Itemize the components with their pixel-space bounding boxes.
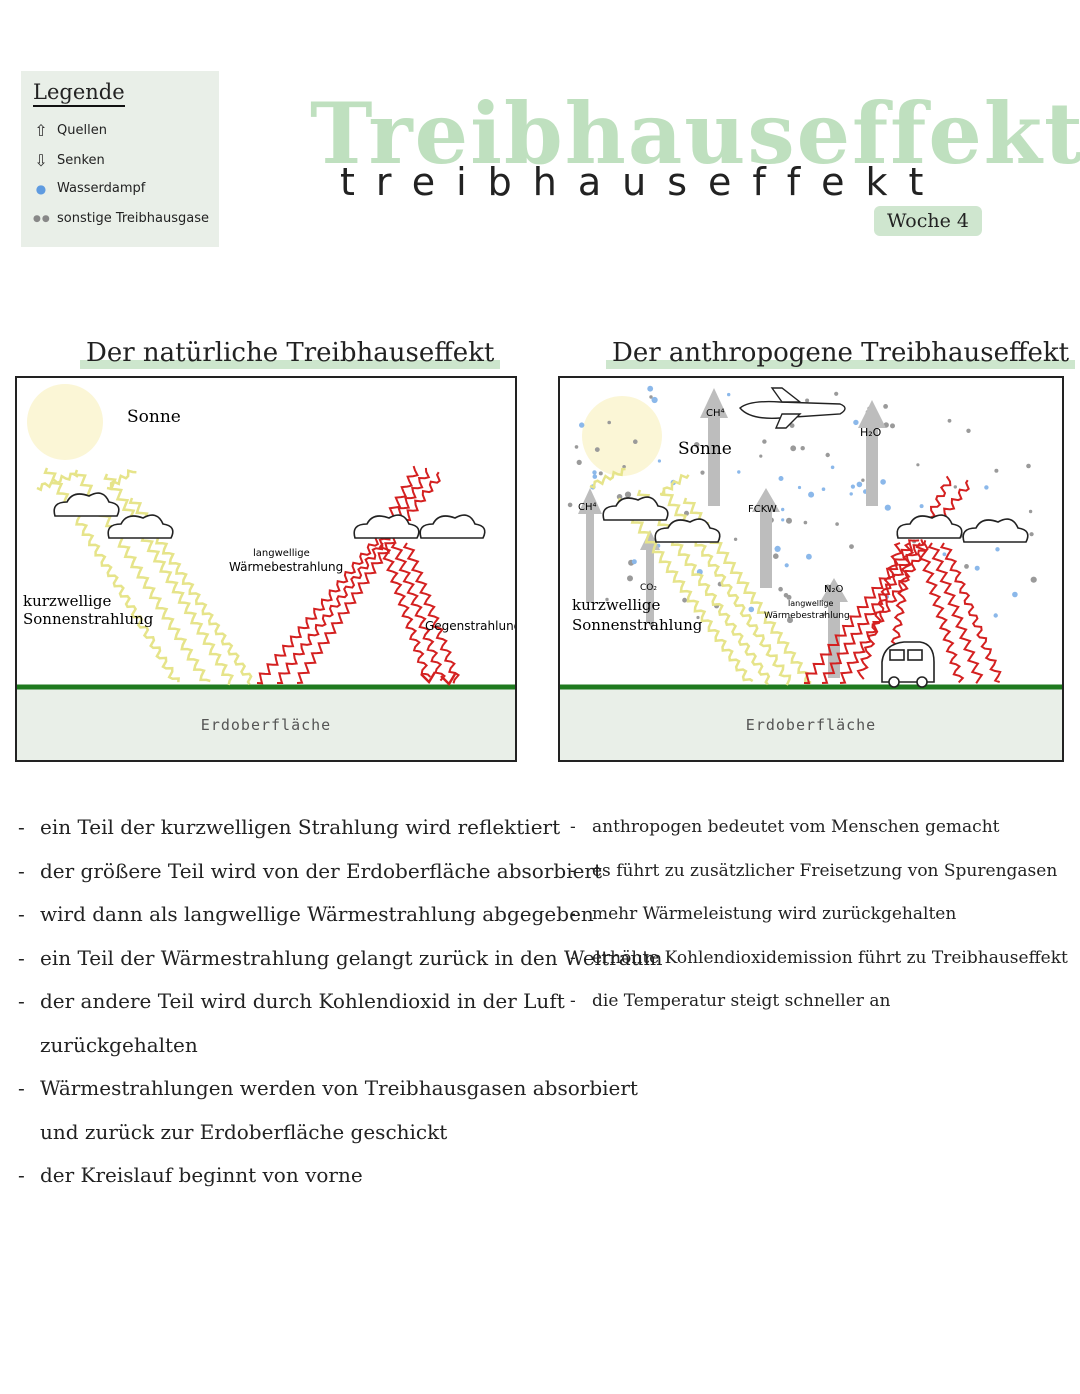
note-text: ein Teil der kurzwelligen Strahlung wird… <box>40 815 561 839</box>
note-item: -der größere Teil wird von der Erdoberfl… <box>18 850 663 894</box>
note-dash: - <box>18 902 25 926</box>
cloud-icon <box>53 492 486 539</box>
longwave-rays-icon <box>256 465 461 687</box>
cloud-icon <box>602 496 1029 543</box>
ground-label: Erdoberfläche <box>746 716 876 734</box>
gas-label-co2: CO₂ <box>640 583 657 593</box>
ground-label: Erdoberfläche <box>201 716 331 734</box>
sun-icon <box>582 396 662 476</box>
car-icon <box>881 641 935 688</box>
longwave-label-2: Wärmebestrahlung <box>764 611 850 621</box>
shortwave-label-2: Sonnenstrahlung <box>23 610 154 628</box>
anthro-section-title: Der anthropogene Treibhauseffekt <box>606 335 1076 371</box>
down-arrow-icon: ⇩ <box>34 151 48 170</box>
note-text: und zurück zur Erdoberfläche geschickt <box>40 1119 448 1144</box>
note-text: Wärmestrahlungen werden von Treibhausgas… <box>40 1076 638 1100</box>
gas-label-fckw: FCKW <box>748 504 777 515</box>
note-dash: - <box>18 858 25 883</box>
legend-label: sonstige Treibhausgase <box>57 211 209 226</box>
legend-item-sources: ⇧ Quellen <box>33 121 107 140</box>
page-title-large: Treibhauseffekt <box>310 84 1080 183</box>
shortwave-rays-icon <box>589 467 812 686</box>
longwave-label-2: Wärmebestrahlung <box>229 560 343 574</box>
note-dash: - <box>18 945 25 970</box>
longwave-label-1: langwellige <box>253 548 310 559</box>
shortwave-label-1: kurzwellige <box>23 592 112 610</box>
gas-label-n2o: N₂O <box>824 584 843 595</box>
natural-title-text: Der natürliche Treibhauseffekt <box>86 338 495 368</box>
legend-title: Legende <box>33 79 125 107</box>
legend-item-other-gases: ●● sonstige Treibhausgase <box>33 211 209 226</box>
note-item: -der andere Teil wird durch Kohlendioxid… <box>18 980 663 1024</box>
note-item: -erhöhte Kohlendioxidemission führt zu T… <box>570 937 1068 981</box>
note-dash: - <box>18 815 25 839</box>
note-dash: - <box>570 860 576 881</box>
note-item: zurückgehalten <box>18 1024 663 1068</box>
note-item: -ein Teil der kurzwelligen Strahlung wir… <box>18 806 663 850</box>
anthro-diagram: Sonne CH⁴ CH⁴ FCKW H₂O CO₂ N₂O kurzwelli… <box>558 376 1064 762</box>
note-item: und zurück zur Erdoberfläche geschickt <box>18 1111 663 1155</box>
note-text: der Kreislauf beginnt von vorne <box>40 1163 363 1187</box>
ground-area <box>17 687 515 760</box>
note-item: -wird dann als langwellige Wärmestrahlun… <box>18 893 663 937</box>
note-text: mehr Wärmeleistung wird zurückgehalten <box>592 904 957 924</box>
shortwave-label-2: Sonnenstrahlung <box>572 616 703 634</box>
note-dash: - <box>18 1076 25 1100</box>
note-item: -anthropogen bedeutet vom Menschen gemac… <box>570 806 1068 850</box>
legend-label: Quellen <box>57 123 107 138</box>
legend-box: Legende ⇧ Quellen ⇩ Senken ● Wasserdampf… <box>21 71 219 247</box>
note-text: anthropogen bedeutet vom Menschen gemach… <box>592 817 1000 837</box>
note-text: zurückgehalten <box>40 1032 198 1057</box>
note-item: -die Temperatur steigt schneller an <box>570 980 1068 1024</box>
note-text: die Temperatur steigt schneller an <box>592 991 891 1011</box>
longwave-label-1: langwellige <box>788 599 833 608</box>
note-dash: - <box>570 904 576 924</box>
note-item: -es führt zu zusätzlicher Freisetzung vo… <box>570 850 1068 894</box>
blue-dot-icon: ● <box>35 181 47 196</box>
note-item: -der Kreislauf beginnt von vorne <box>18 1154 663 1198</box>
natural-section-title: Der natürliche Treibhauseffekt <box>80 335 501 371</box>
note-text: ein Teil der Wärmestrahlung gelangt zurü… <box>40 945 663 970</box>
note-dash: - <box>18 1163 25 1187</box>
up-arrow-icon: ⇧ <box>34 121 48 140</box>
note-dash: - <box>570 991 576 1011</box>
legend-label: Senken <box>57 153 105 168</box>
natural-diagram-svg: Sonne kurzwellige Sonnenstrahlung langwe… <box>17 384 515 760</box>
natural-notes-list: -ein Teil der kurzwelligen Strahlung wir… <box>18 806 663 1198</box>
shortwave-label-1: kurzwellige <box>572 596 661 614</box>
sun-icon <box>27 384 103 460</box>
gas-label-ch4-left: CH⁴ <box>578 502 597 513</box>
note-item: -Wärmestrahlungen werden von Treibhausga… <box>18 1067 663 1111</box>
note-dash: - <box>570 817 576 837</box>
note-text: der andere Teil wird durch Kohlendioxid … <box>40 989 565 1013</box>
note-dash: - <box>570 947 576 968</box>
anthro-notes-list: -anthropogen bedeutet vom Menschen gemac… <box>570 806 1068 1024</box>
legend-item-water-vapor: ● Wasserdampf <box>33 181 146 196</box>
note-text: wird dann als langwellige Wärmestrahlung… <box>40 902 594 926</box>
gas-arrows-icon <box>578 388 886 678</box>
gas-label-ch4: CH⁴ <box>706 408 725 419</box>
sun-label: Sonne <box>678 439 732 459</box>
grey-dots-icon: ●● <box>33 213 51 224</box>
note-item: -mehr Wärmeleistung wird zurückgehalten <box>570 893 1068 937</box>
gas-label-h2o: H₂O <box>860 426 882 439</box>
note-dash: - <box>18 989 25 1013</box>
note-text: es führt zu zusätzlicher Freisetzung von… <box>592 860 1058 881</box>
week-badge: Woche 4 <box>874 206 982 236</box>
page-title-spaced: treibhauseffekt <box>340 160 945 204</box>
natural-diagram: Sonne kurzwellige Sonnenstrahlung langwe… <box>15 376 517 762</box>
anthro-diagram-svg: Sonne CH⁴ CH⁴ FCKW H₂O CO₂ N₂O kurzwelli… <box>560 385 1062 760</box>
legend-label: Wasserdampf <box>57 181 146 196</box>
note-text: erhöhte Kohlendioxidemission führt zu Tr… <box>592 947 1068 968</box>
legend-item-sinks: ⇩ Senken <box>33 151 105 170</box>
airplane-icon <box>739 387 846 429</box>
note-item: -ein Teil der Wärmestrahlung gelangt zur… <box>18 937 663 981</box>
counter-radiation-label: Gegenstrahlung <box>425 619 515 633</box>
anthro-title-text: Der anthropogene Treibhauseffekt <box>612 338 1070 368</box>
note-text: der größere Teil wird von der Erdoberflä… <box>40 858 603 883</box>
sun-label: Sonne <box>127 407 181 427</box>
ground-area <box>560 687 1062 760</box>
